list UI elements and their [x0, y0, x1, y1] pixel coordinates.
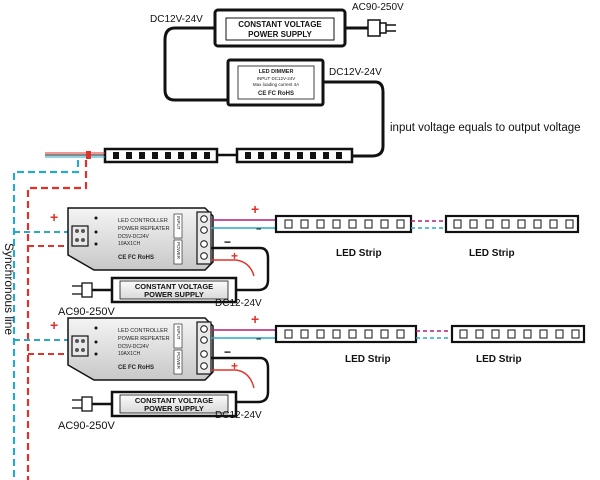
dimmer-cert: CE FC RoHS: [258, 91, 294, 97]
unit-1-strip-1: [274, 214, 413, 234]
psu-to-dimmer-wire: [163, 26, 228, 102]
unit-1-controller: LED CONTROLLER POWER REPEATER DC5V-DC24V…: [67, 207, 214, 271]
unit-1-input-label: INPUT: [176, 216, 181, 230]
top-psu-label-1: CONSTANT VOLTAGE: [238, 20, 322, 29]
unit-1-sync-plus: +: [50, 209, 58, 225]
top-strip-leads: [45, 151, 105, 159]
top-power-supply: CONSTANT VOLTAGE POWER SUPPLY: [213, 8, 347, 48]
unit-1-pwr-minus: −: [224, 235, 231, 249]
unit-2-ctrl-line-4: 10AX1CH: [118, 351, 141, 357]
dimmer-title: LED DIMMER: [259, 69, 294, 75]
unit-1-psu-label-1: CONSTANT VOLTAGE: [135, 282, 213, 291]
unit-2-psu-label-2: POWER SUPPLY: [144, 404, 204, 413]
unit-2-strip-1: [274, 324, 418, 344]
unit-1-power-supply: CONSTANT VOLTAGE POWER SUPPLY: [110, 276, 238, 304]
unit-1-strip-2: [444, 214, 580, 234]
unit-1-out-plus: +: [251, 201, 259, 217]
unit-1-ctrl-line-4: 10AX1CH: [118, 241, 141, 247]
unit-2-ctrl-line-1: LED CONTROLLER: [118, 328, 168, 334]
unit-1-ctrl-line-3: DC5V-DC24V: [118, 234, 150, 240]
unit-1-ctrl-line-1: LED CONTROLLER: [118, 218, 168, 224]
top-psu-label-2: POWER SUPPLY: [248, 30, 312, 39]
synchronous-lines: [12, 160, 88, 480]
unit-2-ac-label: AC90-250V: [58, 420, 116, 432]
led-dimmer: LED DIMMER INPUT DC12V-24V Max loading c…: [226, 58, 325, 107]
unit-2-input-label: INPUT: [176, 326, 181, 340]
dimmer-out-label: DC12V-24V: [329, 67, 382, 78]
unit-1-ac-plug: [72, 282, 112, 298]
unit-2-strip-label-1: LED Strip: [345, 354, 391, 365]
unit-1-power-label: POWER: [176, 242, 181, 260]
unit-1-psu-label-2: POWER SUPPLY: [144, 290, 204, 299]
unit-1-pwr-plus: +: [231, 249, 238, 263]
dimmer-spec-1: INPUT DC12V-24V: [257, 76, 295, 81]
unit-2-power-supply: CONSTANT VOLTAGE POWER SUPPLY: [110, 390, 238, 418]
unit-2-controller: LED CONTROLLER POWER REPEATER DC5V-DC24V…: [67, 317, 214, 381]
synchronous-line-label: Synchronous line: [2, 243, 16, 335]
top-dc-in-label: DC12V-24V: [150, 14, 203, 25]
unit-2-pwr-minus: −: [224, 345, 231, 359]
dimmer-to-strip-wire: [323, 80, 385, 158]
top-strip-2: [235, 147, 354, 164]
unit-2-ctrl-cert: CE FC RoHS: [118, 365, 154, 371]
unit-2: + LED CONTROLLER POWER REPEATER DC5V-DC2…: [50, 311, 586, 432]
unit-1-strip-label-1: LED Strip: [336, 248, 382, 259]
unit-2-dc-label: DC12-24V: [215, 410, 262, 421]
voltage-note: input voltage equals to output voltage: [390, 122, 581, 134]
unit-1-out-minus: −: [256, 224, 261, 234]
unit-2-ctrl-line-2: POWER REPEATER: [118, 336, 170, 342]
unit-2-ac-plug: [72, 396, 112, 412]
unit-1-strip-label-2: LED Strip: [469, 248, 515, 259]
unit-1-ctrl-cert: CE FC RoHS: [118, 255, 154, 261]
unit-1-dc-label: DC12-24V: [215, 298, 262, 309]
unit-2-power-label: POWER: [176, 352, 181, 370]
unit-1-ctrl-line-2: POWER REPEATER: [118, 226, 170, 232]
top-ac-plug: [345, 19, 396, 37]
unit-1: + LED CONTROLLER POWER REPEATER DC5V-DC2…: [50, 201, 580, 318]
unit-2-psu-label-1: CONSTANT VOLTAGE: [135, 396, 213, 405]
unit-1-ac-label: AC90-250V: [58, 306, 116, 318]
unit-2-pwr-plus: +: [231, 359, 238, 373]
unit-2-out-minus: −: [256, 334, 261, 344]
top-strip-1: [103, 147, 219, 164]
unit-2-sync-plus: +: [50, 317, 58, 333]
unit-2-ctrl-line-3: DC5V-DC24V: [118, 344, 150, 350]
unit-2-strip-2: [450, 324, 586, 344]
top-ac-in-label: AC90-250V: [352, 2, 404, 13]
dimmer-spec-2: Max loading current 4A: [253, 82, 299, 87]
unit-2-out-plus: +: [251, 311, 259, 327]
unit-2-strip-label-2: LED Strip: [476, 354, 522, 365]
